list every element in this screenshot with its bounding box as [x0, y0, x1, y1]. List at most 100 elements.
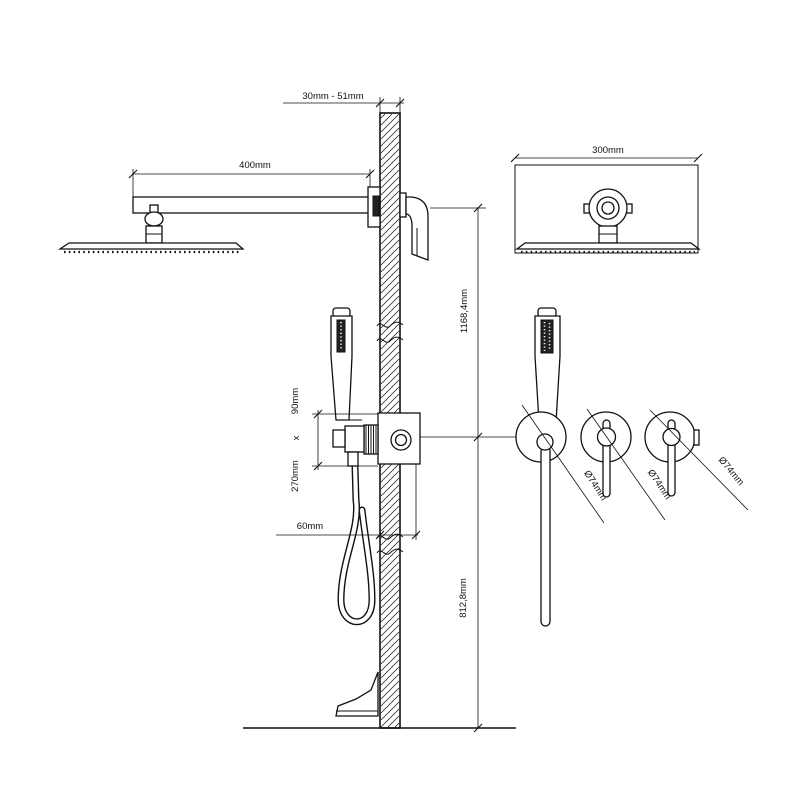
dim-label-wall-gap: 30mm - 51mm — [302, 91, 363, 102]
wall-hatch-line — [380, 610, 400, 630]
knurl-lines — [365, 425, 377, 454]
diameter-leader-3 — [649, 409, 749, 511]
dim-label-depth: 60mm — [297, 521, 323, 532]
wall-hatch-line — [380, 288, 400, 308]
dimension-heights: 1168,4mm 812,8mm — [420, 203, 516, 733]
wall-hatch-line — [380, 330, 400, 350]
head-ball-joint — [144, 211, 164, 227]
wall-hatch-line — [380, 246, 400, 266]
shower-arm-side — [132, 186, 429, 261]
dimension-tick — [473, 723, 483, 733]
wall-hatch-line — [380, 197, 400, 217]
wall-hatch-line — [380, 323, 400, 343]
dimension-tick — [395, 98, 405, 108]
rosette-3-nub — [693, 429, 700, 446]
lever-hub-1 — [536, 433, 554, 451]
dim-label-head-width: 300mm — [592, 145, 624, 156]
dimension-tick — [375, 530, 385, 540]
elbow-ring — [399, 192, 407, 218]
wall-hatch-line — [380, 344, 400, 364]
hand-shower-side — [330, 307, 353, 421]
wall-hatch-line — [380, 120, 400, 140]
hand-shower-nozzle-panel — [336, 319, 346, 353]
wall-hatch-line — [380, 694, 400, 714]
shower-arm — [132, 196, 370, 214]
dim-label-box-width: 270mm — [290, 460, 301, 492]
wall-hatch-line — [380, 162, 400, 182]
wall-hatch-line — [380, 302, 400, 322]
dimension-tick — [128, 169, 138, 179]
dimension-tick — [473, 432, 483, 442]
wall-hatch-line — [380, 631, 400, 651]
wall-hatch-line — [380, 463, 400, 483]
shower-hose — [337, 462, 376, 626]
lever-hub-3 — [662, 427, 681, 447]
wall-hatch-line — [380, 113, 400, 133]
hand-shower-front — [534, 307, 561, 423]
rain-head-front: 300mm — [510, 145, 703, 254]
diameter-leader-2 — [586, 408, 666, 521]
wall-hatch-line — [380, 484, 400, 504]
wall-hatch-line — [380, 372, 400, 392]
wall-hatch-line — [380, 589, 400, 609]
mixer-lever-side — [347, 451, 359, 467]
wall-hatch-line — [380, 603, 400, 623]
mixer-outlet-cap — [332, 429, 346, 448]
wall-hatch-line — [380, 505, 400, 525]
wall-break-line — [376, 533, 404, 540]
wall-hatch-line — [380, 232, 400, 252]
wall-hatch-line — [380, 533, 400, 553]
wall-hatch-line — [380, 540, 400, 560]
hose-inner — [338, 463, 375, 624]
wall-hatch-line — [380, 554, 400, 574]
valve-port-inner — [394, 433, 408, 447]
wall-hatch-line — [380, 596, 400, 616]
wall-hatch-line — [380, 582, 400, 602]
dimension-wall-gap: 30mm - 51mm — [283, 91, 405, 113]
wall-hatch-line — [380, 127, 400, 147]
wall-hatch-line — [380, 386, 400, 406]
dimension-tick — [375, 98, 385, 108]
wall-break-line — [376, 548, 404, 555]
wall-hatch-line — [394, 722, 400, 728]
wall-hatch-line — [380, 176, 400, 196]
wall-hatch-line — [380, 659, 400, 679]
wall-hatch-line — [380, 393, 400, 413]
wall-break-line — [376, 321, 404, 328]
wall-hatch-line — [380, 379, 400, 399]
wall-hatch-line — [380, 113, 393, 126]
wall-hatch-line — [380, 645, 400, 665]
wall-hatch-line — [380, 477, 400, 497]
dim-label-diameter-3: Ø74mm — [716, 455, 746, 488]
wall-hatch-line — [380, 155, 400, 175]
arm-flange-core — [601, 201, 615, 215]
dimension-tick — [313, 461, 323, 471]
dimension-tick — [473, 203, 483, 213]
wall-hatch-line — [380, 148, 400, 168]
wall-hatch-line — [380, 652, 400, 672]
dim-label-height-lower: 812,8mm — [458, 578, 469, 618]
wall-hatch-line — [380, 169, 400, 189]
wall-hatch-line — [380, 309, 400, 329]
wall-hatch-line — [380, 239, 400, 259]
dimension-tick — [365, 169, 375, 179]
wall-hatch-line — [380, 624, 400, 644]
dim-label-arm-length: 400mm — [239, 160, 271, 171]
wall-hatch-line — [380, 687, 400, 707]
floor-wedge — [335, 671, 379, 717]
wall-hatch-line — [380, 358, 400, 378]
wall-hatch-line — [380, 673, 400, 693]
wall-hatch-line — [380, 526, 400, 546]
wall-hatch-line — [380, 134, 400, 154]
dimension-tick — [693, 153, 703, 163]
wall-hatch-line — [380, 638, 400, 658]
mixer-front — [515, 411, 700, 627]
wall-hatch-line — [387, 715, 400, 728]
arm-flange-knurl — [372, 195, 380, 217]
rain-head-side — [57, 204, 245, 254]
lever-long — [540, 445, 551, 627]
wall-hatch-line — [380, 701, 400, 721]
wall-hatch-line — [380, 253, 400, 273]
wall-hatch-line — [380, 568, 400, 588]
dimension-tick — [510, 153, 520, 163]
